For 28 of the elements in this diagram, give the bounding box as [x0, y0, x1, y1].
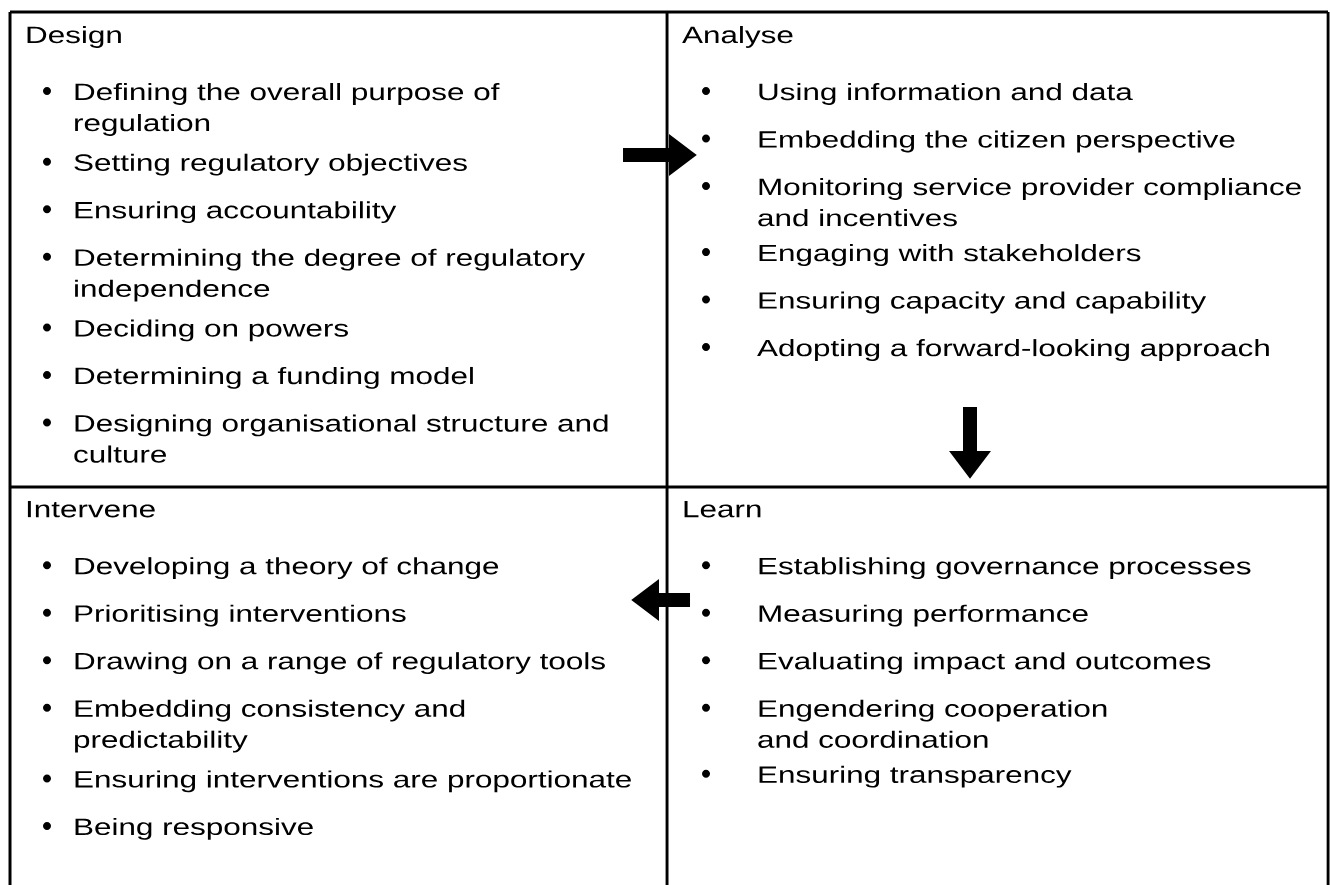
bullet-item: Engaging with stakeholders: [702, 244, 1141, 266]
bullet-item: Monitoring service provider compliance and incentives: [702, 178, 1301, 227]
bullet-item: Ensuring accountability: [43, 201, 397, 224]
cell-heading: Learn: [684, 501, 761, 518]
bullet-item: Evaluating impact and outcomes: [702, 652, 1211, 675]
bullet-item: Using information and data: [702, 83, 1133, 105]
bullet-item: Drawing on a range of regulatory tools: [43, 652, 605, 675]
bullet-item: Determining a funding model: [43, 366, 473, 389]
cell-heading: Analyse: [682, 26, 793, 48]
bullet-item: Engendering cooperation and coordination: [702, 699, 1107, 748]
bullet-item: Embedding the citizen perspective: [702, 130, 1235, 153]
bullet-item: Adopting a forward-looking approach: [702, 339, 1269, 361]
bullet-item: Establishing governance processes: [702, 557, 1251, 579]
bullet-item: Being responsive: [43, 817, 313, 840]
bullet-item: Deciding on powers: [43, 319, 348, 342]
bullet-item: Determining the degree of regulatory independence: [43, 248, 585, 302]
bullet-item: Measuring performance: [702, 604, 1088, 627]
bullet-item: Embedding consistency and predictability: [43, 699, 465, 753]
bullet-item: Setting regulatory objectives: [43, 153, 467, 176]
cell-heading: Intervene: [27, 501, 155, 518]
bullet-item: Ensuring capacity and capability: [702, 291, 1207, 314]
bullet-item: Designing organisational structure and culture: [43, 414, 608, 463]
cell-heading: Design: [27, 26, 121, 48]
bullet-item: Defining the overall purpose of regulation: [43, 83, 500, 136]
bullet-item: Ensuring interventions are proportionate: [43, 770, 631, 793]
bullet-item: Ensuring transparency: [702, 765, 1072, 788]
bullet-item: Developing a theory of change: [43, 557, 499, 579]
bullet-item: Prioritising interventions: [43, 604, 406, 627]
